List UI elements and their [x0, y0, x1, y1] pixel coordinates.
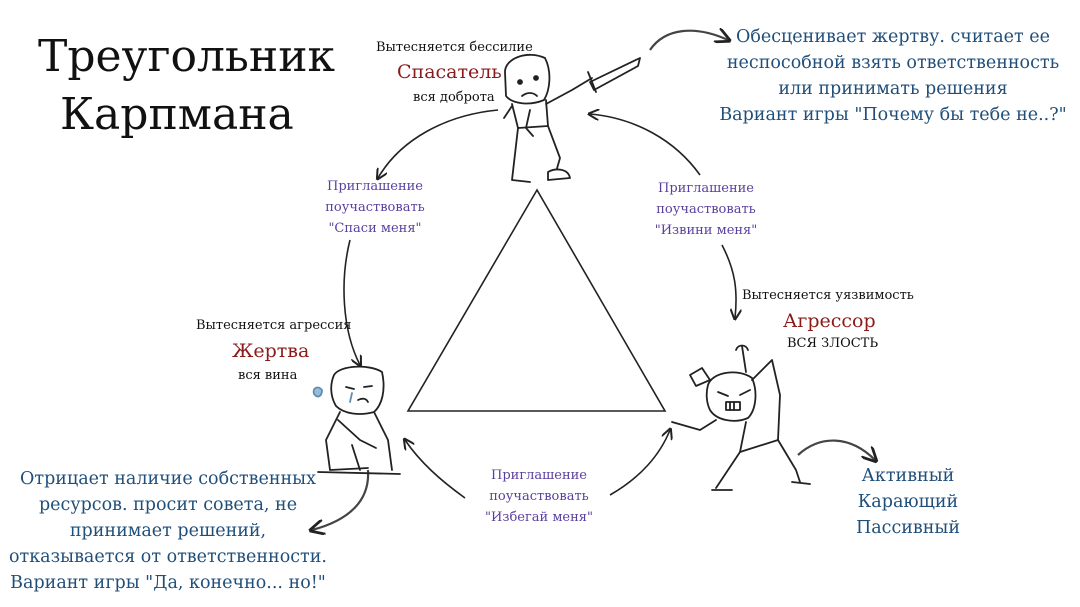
victim-suppressed: Вытесняется агрессия: [196, 318, 352, 333]
aggressor-note-line: Активный: [861, 466, 955, 486]
invitation-line: Приглашение: [658, 181, 754, 196]
victim-note-line: Вариант игры "Да, конечно... но!": [10, 573, 326, 593]
rescuer-note-line: или принимать решения: [778, 79, 1008, 99]
cycle-arrow-top-right: [590, 114, 701, 176]
victim-note: Отрицает наличие собственных ресурсов. п…: [8, 466, 328, 596]
rescuer-note-line: неспособной взять ответственность: [726, 53, 1060, 73]
figure-with-sword-icon: [503, 53, 641, 183]
cycle-arrow-bottom-right: [609, 430, 670, 496]
rescuer-note-line: Вариант игры "Почему бы тебе не..?": [719, 105, 1067, 125]
rescuer-suppressed: Вытесняется бессилие: [376, 40, 533, 55]
invitation-line: поучаствовать: [325, 200, 425, 215]
angry-figure-with-knife-icon: [671, 344, 811, 491]
cycle-arrow-left: [343, 239, 360, 365]
rescuer-note: Обесценивает жертву. считает ее неспособ…: [718, 24, 1068, 128]
invitation-line: "Извини меня": [654, 223, 758, 238]
aggressor-suppressed: Вытесняется уязвимость: [742, 288, 914, 303]
cycle-arrow-top-left: [378, 109, 499, 178]
aggressor-note-line: Карающий: [857, 492, 959, 512]
invitation-line: "Спаси меня": [328, 221, 422, 236]
victim-note-line: отказывается от ответственности.: [9, 547, 327, 567]
invitation-line: поучаствовать: [656, 202, 756, 217]
aggressor-essence: ВСЯ ЗЛОСТЬ: [787, 336, 879, 351]
victim-essence: вся вина: [238, 368, 298, 383]
invitation-line: поучаствовать: [489, 489, 589, 504]
rescuer-essence: вся доброта: [413, 90, 495, 105]
page-title: Треугольник Карпмана: [38, 28, 335, 144]
invitation-excuse-me: Приглашение поучаствовать "Извини меня": [643, 178, 769, 241]
note-arrow-rescuer: [649, 31, 728, 51]
aggressor-note-line: Пассивный: [855, 518, 961, 538]
victim-note-line: ресурсов. просит совета, не: [38, 495, 298, 515]
crying-figure-icon: [312, 365, 401, 475]
invitation-avoid-me: Приглашение поучаствовать "Избегай меня": [476, 465, 602, 528]
aggressor-note: Активный Карающий Пассивный: [848, 463, 968, 541]
victim-role-label: Жертва: [232, 340, 310, 362]
victim-note-line: принимает решений,: [69, 521, 267, 541]
title-line-1: Треугольник: [38, 31, 336, 82]
note-arrow-aggressor: [797, 439, 875, 460]
invitation-save-me: Приглашение поучаствовать "Спаси меня": [312, 176, 438, 239]
invitation-line: Приглашение: [491, 468, 587, 483]
note-arrow-victim: [312, 469, 370, 530]
cycle-arrow-right: [721, 244, 736, 318]
aggressor-role-label: Агрессор: [783, 310, 876, 332]
title-line-2: Карпмана: [60, 89, 294, 140]
invitation-line: "Избегай меня": [485, 510, 593, 525]
rescuer-role-label: Спасатель: [397, 61, 502, 83]
cycle-arrow-bottom-left: [405, 440, 466, 499]
rescuer-note-line: Обесценивает жертву. считает ее: [736, 27, 1050, 47]
invitation-line: Приглашение: [327, 179, 423, 194]
victim-note-line: Отрицает наличие собственных: [20, 469, 316, 489]
karpman-triangle: [406, 188, 667, 412]
